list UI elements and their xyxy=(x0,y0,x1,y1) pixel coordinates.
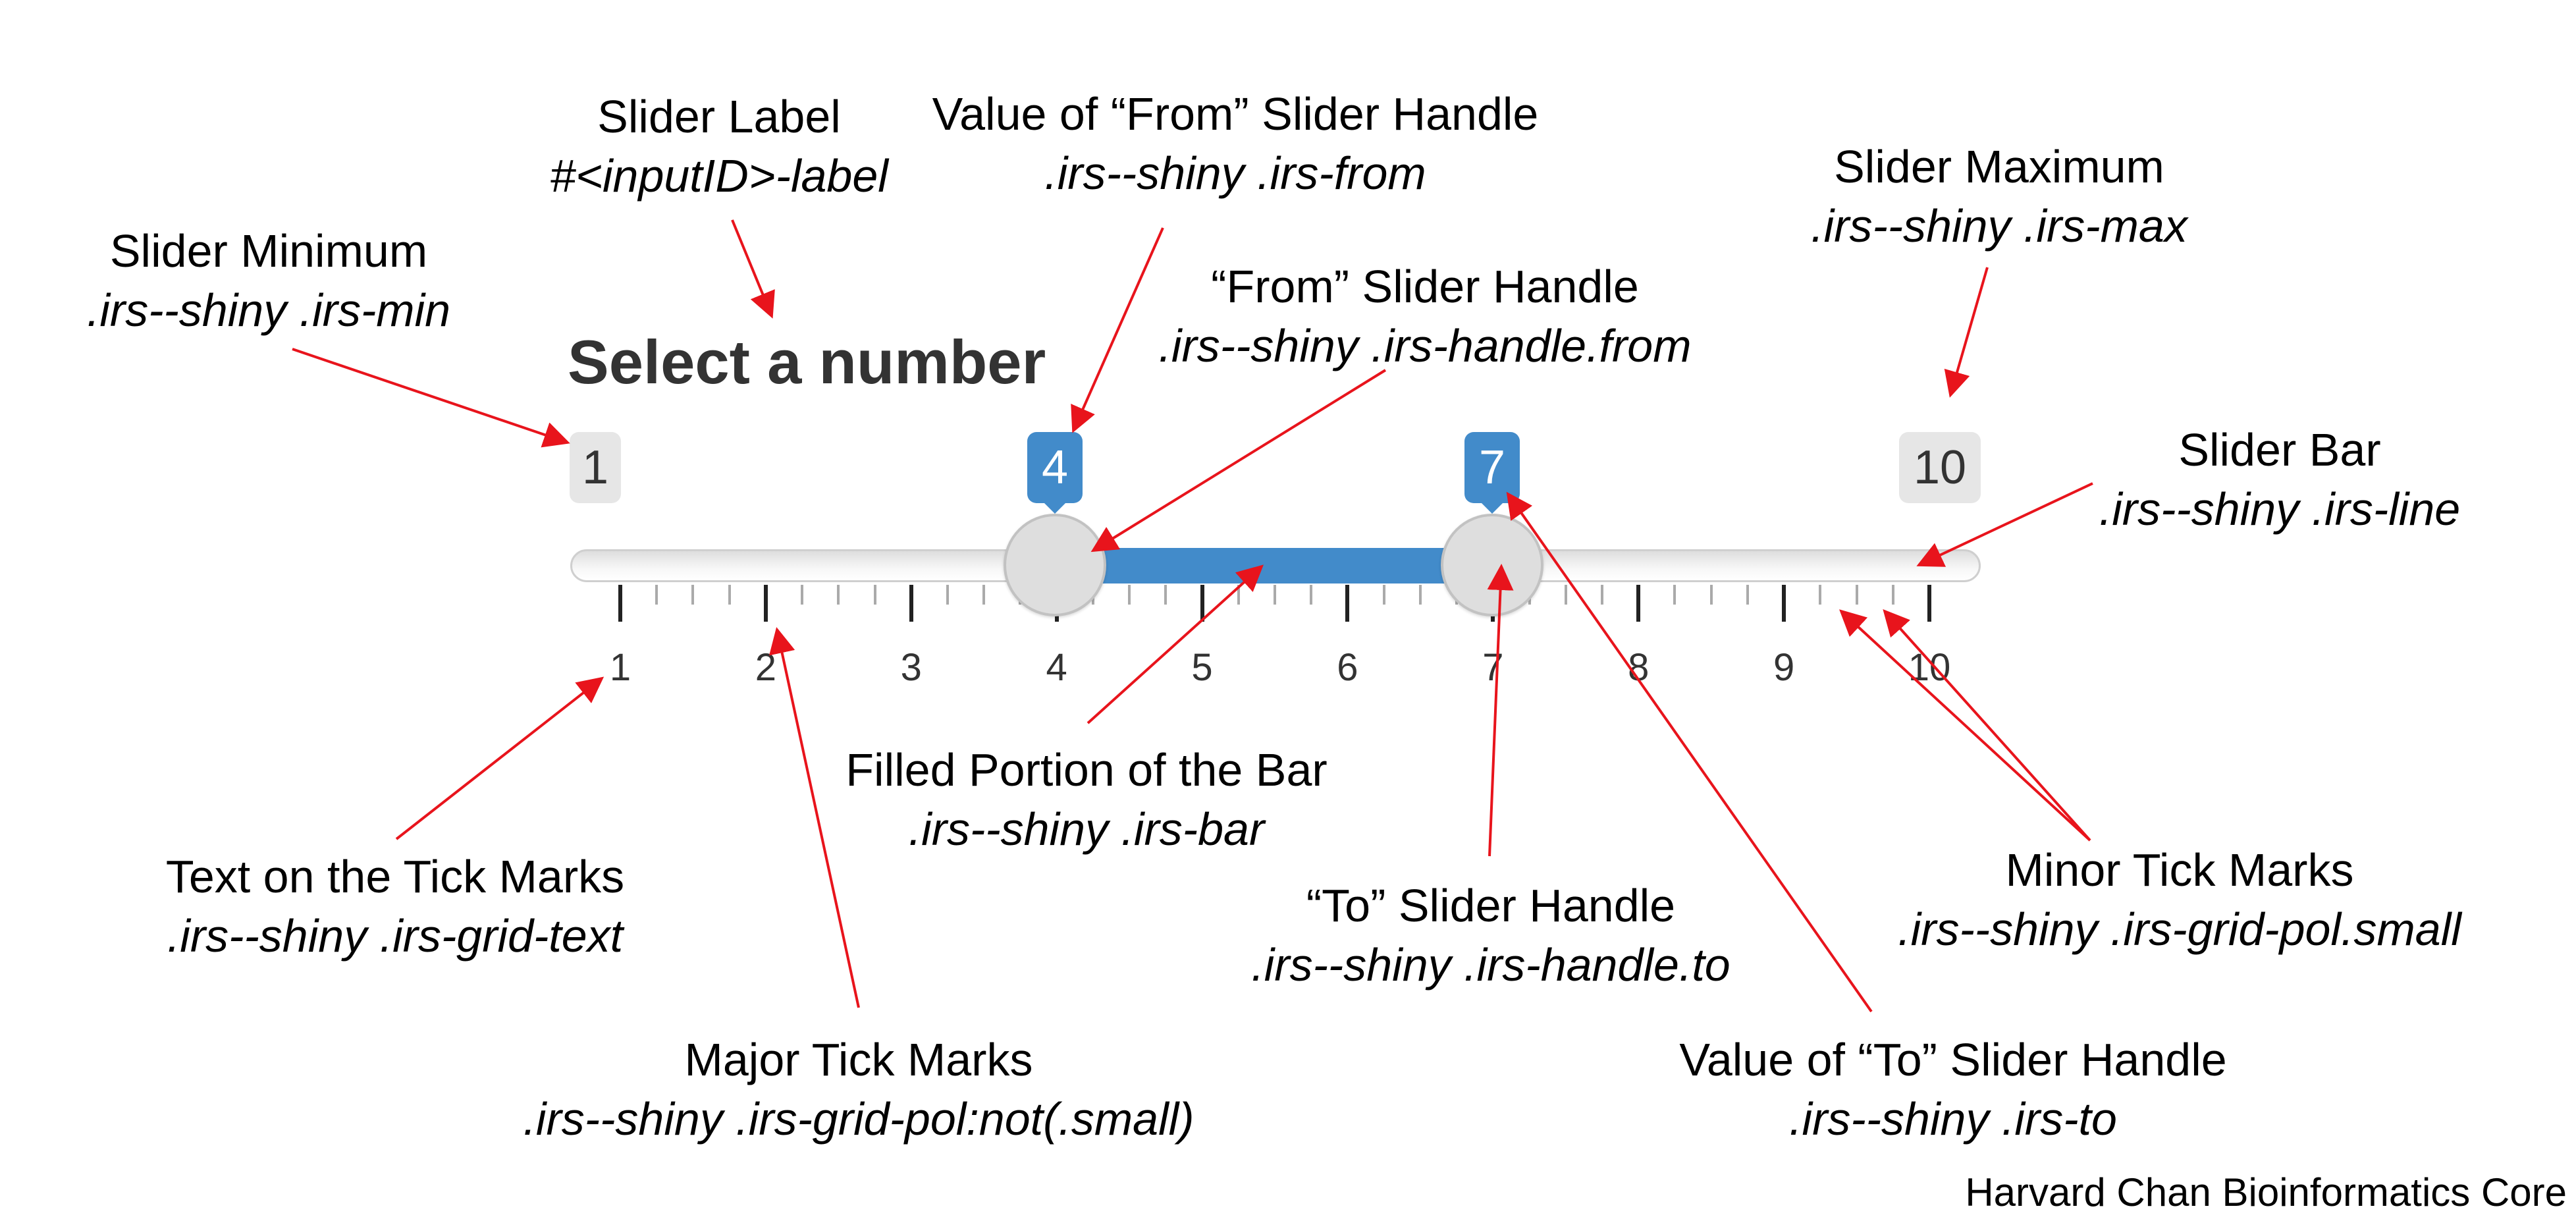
arrow-to-handle xyxy=(1487,564,1514,857)
from-value-badge: 4 xyxy=(1027,432,1083,503)
slider-min-badge: 1 xyxy=(570,432,621,503)
minor-tick-mark xyxy=(1564,585,1567,605)
arrow-minor-tick-2 xyxy=(1883,609,2091,842)
minor-tick-mark xyxy=(946,585,949,605)
minor-tick-mark xyxy=(1819,585,1822,605)
annotation-css-selector: #<inputID>-label xyxy=(550,150,888,202)
annotation-title: Slider Maximum xyxy=(1834,141,2164,192)
annotation-filled-bar: Filled Portion of the Bar .irs--shiny .i… xyxy=(845,740,1327,859)
annotation-title: Slider Bar xyxy=(2178,424,2381,475)
minor-tick-mark xyxy=(1673,585,1677,605)
minor-tick-mark xyxy=(801,585,804,605)
to-value-badge: 7 xyxy=(1464,432,1520,503)
annotation-css-selector: .irs--shiny .irs-from xyxy=(1044,148,1426,199)
annotation-minor-ticks: Minor Tick Marks .irs--shiny .irs-grid-p… xyxy=(1898,840,2461,959)
annotation-title: Slider Label xyxy=(597,91,841,142)
arrow-grid-text xyxy=(395,676,604,840)
major-tick-mark xyxy=(1200,585,1204,622)
minor-tick-mark xyxy=(1855,585,1858,605)
minor-tick-mark xyxy=(1164,585,1167,605)
minor-tick-mark xyxy=(1128,585,1131,605)
annotation-css-selector: .irs--shiny .irs-line xyxy=(2099,483,2461,535)
annotation-to-handle: “To” Slider Handle .irs--shiny .irs-hand… xyxy=(1251,876,1730,994)
annotation-title: Major Tick Marks xyxy=(684,1034,1033,1085)
arrow-minor-tick-1 xyxy=(1839,609,2091,842)
annotation-css-selector: .irs--shiny .irs-handle.to xyxy=(1251,939,1731,990)
minor-tick-mark xyxy=(1709,585,1713,605)
grid-text-label: 7 xyxy=(1482,646,1504,689)
minor-tick-mark xyxy=(655,585,658,605)
grid-text-label: 1 xyxy=(609,646,631,689)
minor-tick-mark xyxy=(1237,585,1240,605)
minor-tick-mark xyxy=(1274,585,1276,605)
minor-tick-mark xyxy=(1382,585,1385,605)
from-handle[interactable] xyxy=(1004,514,1106,616)
grid-text-label: 6 xyxy=(1337,646,1358,689)
minor-tick-mark xyxy=(982,585,986,605)
slider-filled-bar xyxy=(1055,548,1492,583)
minor-tick-mark xyxy=(1746,585,1749,605)
annotation-slider-label: Slider Label #<inputID>-label xyxy=(550,87,888,205)
annotation-title: Value of “From” Slider Handle xyxy=(932,88,1539,140)
arrow-slider-label xyxy=(731,219,775,319)
arrow-major-ticks xyxy=(769,627,860,1008)
arrow-slider-min xyxy=(292,348,570,448)
annotation-grid-text: Text on the Tick Marks .irs--shiny .irs-… xyxy=(166,847,624,965)
grid-text-label: 3 xyxy=(900,646,922,689)
annotation-title: Minor Tick Marks xyxy=(2005,844,2354,896)
arrow-filled-bar xyxy=(1087,564,1264,724)
major-tick-mark xyxy=(618,585,622,622)
major-tick-mark xyxy=(1782,585,1786,622)
grid-text-label: 10 xyxy=(1908,646,1951,689)
slider-max-badge: 10 xyxy=(1899,432,1981,503)
major-tick-mark xyxy=(1345,585,1350,622)
minor-tick-mark xyxy=(1891,585,1894,605)
major-tick-mark xyxy=(909,585,913,622)
minor-tick-mark xyxy=(837,585,840,605)
minor-tick-mark xyxy=(691,585,695,605)
annotation-css-selector: .irs--shiny .irs-grid-pol.small xyxy=(1898,904,2461,955)
annotation-css-selector: .irs--shiny .irs-grid-text xyxy=(167,910,624,962)
minor-tick-mark xyxy=(873,585,876,605)
annotation-css-selector: .irs--shiny .irs-min xyxy=(86,285,451,336)
major-tick-mark xyxy=(1927,585,1931,622)
annotation-css-selector: .irs--shiny .irs-to xyxy=(1789,1093,2117,1145)
minor-tick-mark xyxy=(1601,585,1603,605)
annotation-css-selector: .irs--shiny .irs-bar xyxy=(908,803,1265,855)
annotation-title: Value of “To” Slider Handle xyxy=(1679,1034,2227,1085)
annotation-slider-max: Slider Maximum .irs--shiny .irs-max xyxy=(1811,137,2187,256)
slider-label: Select a number xyxy=(568,327,1046,396)
annotation-css-selector: .irs--shiny .irs-grid-pol:not(.small) xyxy=(523,1093,1194,1145)
arrow-to-value xyxy=(1506,491,1873,1013)
minor-tick-mark xyxy=(728,585,731,605)
arrow-slider-bar xyxy=(1916,482,2093,567)
annotation-slider-min: Slider Minimum .irs--shiny .irs-min xyxy=(87,221,450,340)
annotation-title: “From” Slider Handle xyxy=(1211,261,1639,312)
annotation-css-selector: .irs--shiny .irs-max xyxy=(1811,200,2187,252)
grid-text-label: 9 xyxy=(1773,646,1795,689)
arrow-from-handle xyxy=(1090,369,1387,553)
major-tick-mark xyxy=(1636,585,1641,622)
annotation-title: “To” Slider Handle xyxy=(1306,880,1676,931)
minor-tick-mark xyxy=(1418,585,1422,605)
annotation-major-ticks: Major Tick Marks .irs--shiny .irs-grid-p… xyxy=(523,1030,1194,1149)
major-tick-mark xyxy=(763,585,768,622)
annotation-title: Filled Portion of the Bar xyxy=(845,744,1328,796)
annotation-from-value: Value of “From” Slider Handle .irs--shin… xyxy=(932,84,1539,203)
arrow-from-value xyxy=(1071,227,1164,433)
credit-text: Harvard Chan Bioinformatics Core xyxy=(1965,1170,2567,1214)
annotation-title: Text on the Tick Marks xyxy=(165,851,625,902)
annotation-title: Slider Minimum xyxy=(109,225,428,277)
annotation-from-handle: “From” Slider Handle .irs--shiny .irs-ha… xyxy=(1158,257,1691,375)
grid-text-label: 4 xyxy=(1046,646,1067,689)
annotation-css-selector: .irs--shiny .irs-handle.from xyxy=(1158,320,1692,371)
annotation-slider-bar: Slider Bar .irs--shiny .irs-line xyxy=(2099,420,2460,539)
annotation-to-value: Value of “To” Slider Handle .irs--shiny … xyxy=(1679,1030,2226,1149)
arrow-slider-max xyxy=(1944,267,1989,398)
grid-text-label: 5 xyxy=(1191,646,1213,689)
minor-tick-mark xyxy=(1310,585,1313,605)
